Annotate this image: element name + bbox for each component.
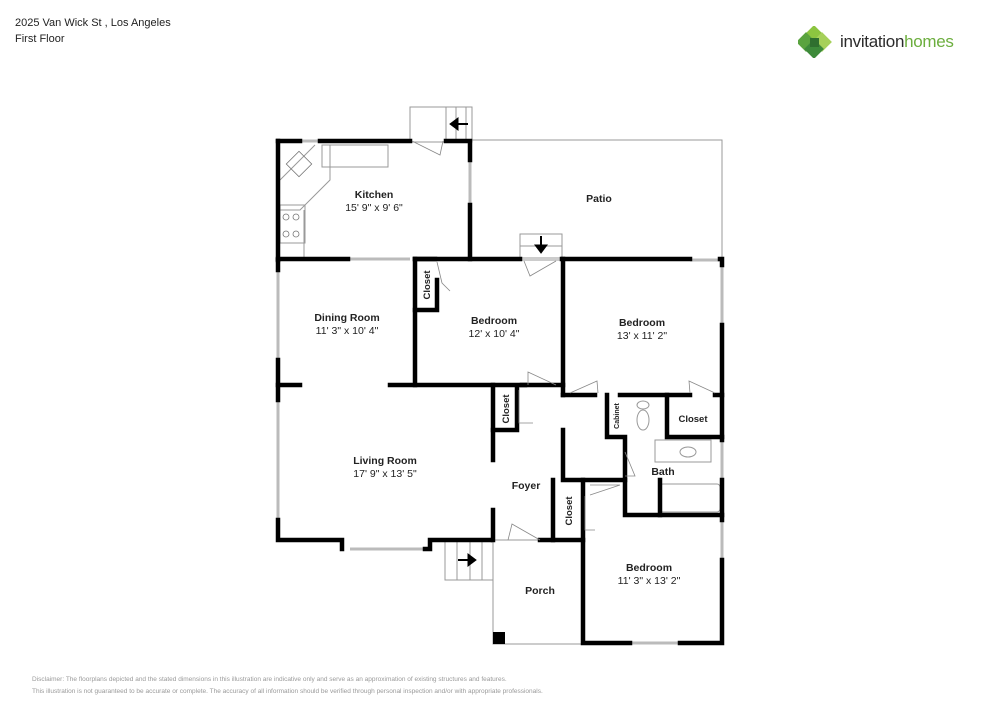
room-name-foyer: Foyer (512, 480, 541, 492)
room-name-bath: Bath (651, 466, 674, 478)
disclaimer-line-2: This illustration is not guaranteed to b… (32, 688, 543, 695)
room-name-porch: Porch (525, 585, 555, 597)
logo-mark-icon (798, 26, 832, 58)
room-dims-kitchen: 15' 9" x 9' 6" (345, 202, 403, 214)
room-name-bedroom-2: Bedroom (619, 317, 665, 329)
room-dims-dining: 11' 3" x 10' 4" (316, 325, 379, 337)
room-name-living: Living Room (353, 455, 417, 467)
closet-label-foyer: Closet (501, 394, 512, 424)
disclaimer: Disclaimer: The floorplans depicted and … (32, 674, 543, 698)
room-labels: Kitchen 15' 9" x 9' 6" Patio Dining Room… (314, 189, 708, 597)
room-dims-bedroom-2: 13' x 11' 2" (617, 330, 667, 342)
rear-steps (409, 106, 473, 143)
room-name-kitchen: Kitchen (355, 189, 394, 201)
page-header: 2025 Van Wick St , Los Angeles First Flo… (15, 15, 171, 47)
floor-label: First Floor (15, 33, 65, 45)
cabinet-label: Cabinet (614, 402, 621, 428)
brand-name: invitationhomes (840, 32, 954, 51)
room-name-dining: Dining Room (314, 312, 379, 324)
disclaimer-line-1: Disclaimer: The floorplans depicted and … (32, 676, 507, 683)
closet-label-bedroom: Closet (422, 270, 433, 300)
room-name-bedroom-1: Bedroom (471, 315, 517, 327)
brand-logo: invitationhomes (798, 26, 954, 58)
closet-label-hall: Closet (564, 496, 575, 526)
room-dims-bedroom-3: 11' 3" x 13' 2" (618, 575, 681, 587)
room-name-bedroom-3: Bedroom (626, 562, 672, 574)
room-dims-living: 17' 9" x 13' 5" (353, 468, 417, 480)
property-address: 2025 Van Wick St , Los Angeles (15, 17, 171, 29)
walls (275, 138, 725, 646)
room-name-patio: Patio (586, 193, 612, 205)
closet-label-bath: Closet (678, 414, 708, 425)
room-dims-bedroom-1: 12' x 10' 4" (469, 328, 520, 340)
